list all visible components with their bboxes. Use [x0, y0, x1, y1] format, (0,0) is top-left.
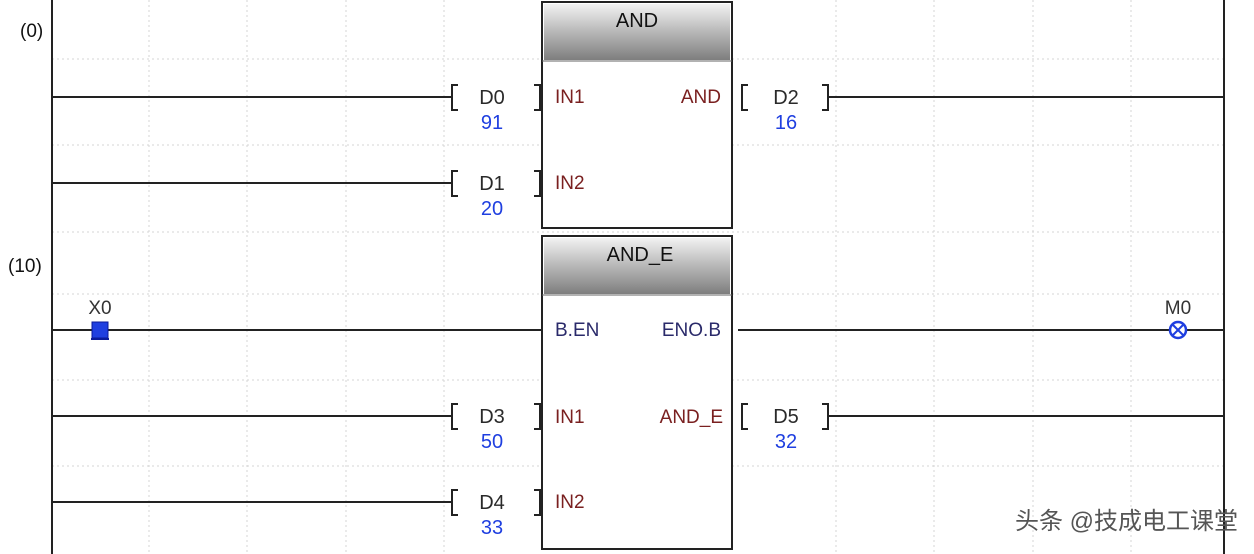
operand-d1-value: 20	[481, 198, 503, 220]
and-e-pin-in1: IN1	[555, 407, 585, 428]
watermark-text: 头条 @技成电工课堂	[1015, 508, 1238, 535]
coil-m0-label: M0	[1165, 298, 1191, 319]
and-block-title: AND	[616, 10, 658, 32]
and-pin-out: AND	[681, 87, 721, 108]
operand-d2-device: D2	[773, 87, 799, 109]
operand-d0-device: D0	[479, 87, 505, 109]
operand-d3-device: D3	[479, 406, 505, 428]
contact-x0-label: X0	[88, 298, 111, 319]
rung-10-wires	[52, 329, 1224, 503]
operand-d3-value: 50	[481, 431, 503, 453]
and-e-function-block[interactable]: AND_E B.EN ENO.B IN1 IN2 AND_E	[541, 235, 733, 550]
and-e-pin-eno: ENO.B	[662, 320, 721, 341]
operand-d1-device: D1	[479, 173, 505, 195]
and-function-block[interactable]: AND IN1 IN2 AND	[541, 1, 733, 229]
operand-d2-value: 16	[775, 112, 797, 134]
operand-d1[interactable]	[451, 170, 541, 197]
step-label-0: (0)	[20, 21, 43, 42]
operand-d4-device: D4	[479, 492, 505, 514]
operand-d4[interactable]	[451, 489, 541, 516]
and-pin-in2: IN2	[555, 173, 585, 194]
and-e-pin-in2: IN2	[555, 492, 585, 513]
operand-d5-device: D5	[773, 406, 799, 428]
operand-d5[interactable]	[741, 403, 829, 430]
step-label-10: (10)	[8, 256, 42, 277]
and-e-pin-en: B.EN	[555, 320, 599, 341]
operand-d0[interactable]	[451, 84, 541, 111]
operand-d0-value: 91	[481, 112, 503, 134]
and-e-block-title: AND_E	[607, 244, 674, 266]
rung-0-wires	[52, 96, 1224, 184]
operand-d5-value: 32	[775, 431, 797, 453]
operand-d3[interactable]	[451, 403, 541, 430]
and-e-pin-out: AND_E	[660, 407, 723, 428]
and-pin-in1: IN1	[555, 87, 585, 108]
contact-x0[interactable]	[91, 321, 109, 340]
coil-m0-icon[interactable]	[1168, 320, 1188, 340]
operand-d4-value: 33	[481, 517, 503, 539]
operand-d2[interactable]	[741, 84, 829, 111]
